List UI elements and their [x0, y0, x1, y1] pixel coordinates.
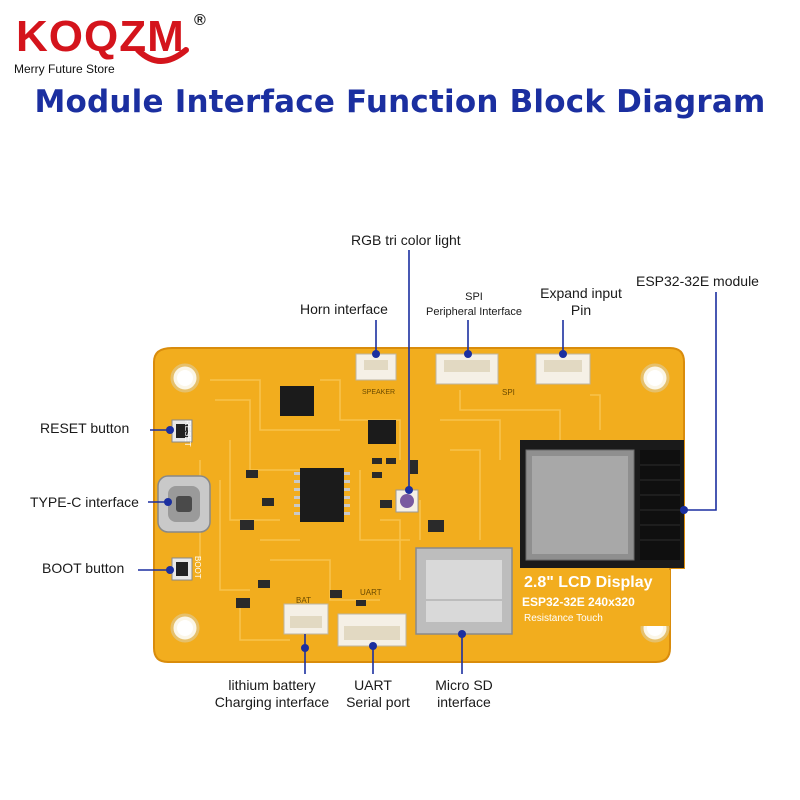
page-title: Module Interface Function Block Diagram: [34, 84, 766, 120]
charge-chip: [368, 420, 396, 444]
silk-speaker: SPEAKER: [362, 389, 396, 396]
mounting-holes: [170, 363, 670, 643]
label-microsd-line2: interface: [437, 694, 491, 710]
label-uart-line2: Serial port: [346, 694, 410, 710]
smd-components: [236, 458, 444, 608]
label-microsd-line1: Micro SD: [435, 677, 493, 693]
label-uart-line1: UART: [354, 677, 392, 693]
leader-dots: [164, 350, 688, 652]
brand-name: KOQZM: [16, 12, 185, 61]
brand-logo: KOQZM ® Merry Future Store: [10, 10, 220, 80]
lcd-model-text: ESP32-32E 240x320: [522, 595, 635, 609]
driver-ic: [300, 468, 344, 522]
spi-connector: [435, 353, 499, 385]
speaker-connector: [355, 353, 397, 381]
ic-pins: [294, 472, 350, 515]
leader-esp: [684, 292, 717, 511]
lcd-silk-area: [518, 570, 670, 626]
label-expand-line2: Pin: [570, 302, 592, 318]
label-battery-line2: Charging interface: [214, 694, 330, 710]
battery-connector: [283, 603, 329, 635]
silk-bat: BAT: [296, 596, 311, 605]
silk-uart: UART: [360, 588, 382, 597]
silk-boot: BOOT: [193, 556, 202, 579]
pcb-traces: [199, 379, 601, 641]
label-esp-module: ESP32-32E module: [636, 273, 759, 289]
lcd-title-text: 2.8" LCD Display: [524, 574, 653, 591]
uart-connector: [337, 613, 407, 647]
lcd-touch-text: Resistance Touch: [524, 613, 603, 624]
registered-mark: ®: [194, 12, 206, 29]
microsd-slot: [415, 547, 513, 635]
silk-reset: RESET: [183, 420, 192, 447]
label-typec-interface: TYPE-C interface: [30, 494, 139, 510]
brand-tagline: Merry Future Store: [14, 62, 115, 76]
label-spi-line1: SPI: [465, 291, 483, 303]
label-expand-line1: Expand input: [540, 285, 622, 301]
label-battery-line1: lithium battery: [228, 677, 316, 693]
label-rgb-light: RGB tri color light: [351, 232, 461, 248]
esp32-module: [520, 440, 684, 568]
silk-spi: SPI: [502, 388, 515, 397]
expand-connector: [535, 353, 591, 385]
label-horn-interface: Horn interface: [300, 301, 388, 317]
smile-icon: [135, 47, 189, 64]
usb-chip: [280, 386, 314, 416]
label-reset-button: RESET button: [40, 420, 130, 436]
label-boot-button: BOOT button: [42, 560, 125, 576]
label-spi-line2: Peripheral Interface: [426, 306, 522, 318]
